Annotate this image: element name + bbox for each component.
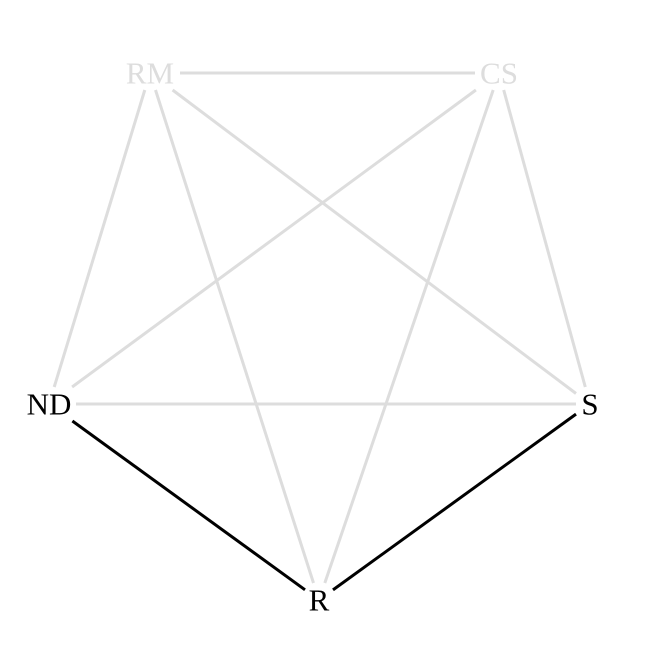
edge-rm-r (154, 89, 315, 584)
edge-s-r (332, 412, 577, 592)
edge-rm-nd (52, 89, 147, 388)
node-label-s: S (581, 387, 598, 422)
node-label-cs: CS (480, 56, 518, 91)
edge-cs-s (502, 89, 587, 388)
node-label-nd: ND (27, 387, 72, 422)
edge-cs-r (323, 89, 495, 584)
edge-rm-s (171, 88, 577, 395)
node-label-r: R (309, 583, 330, 618)
node-label-rm: RM (126, 56, 174, 91)
edge-nd-r (71, 419, 306, 592)
edge-cs-nd (71, 88, 477, 389)
node-layer: RM CS ND S R (27, 56, 599, 618)
edge-layer (52, 71, 587, 592)
